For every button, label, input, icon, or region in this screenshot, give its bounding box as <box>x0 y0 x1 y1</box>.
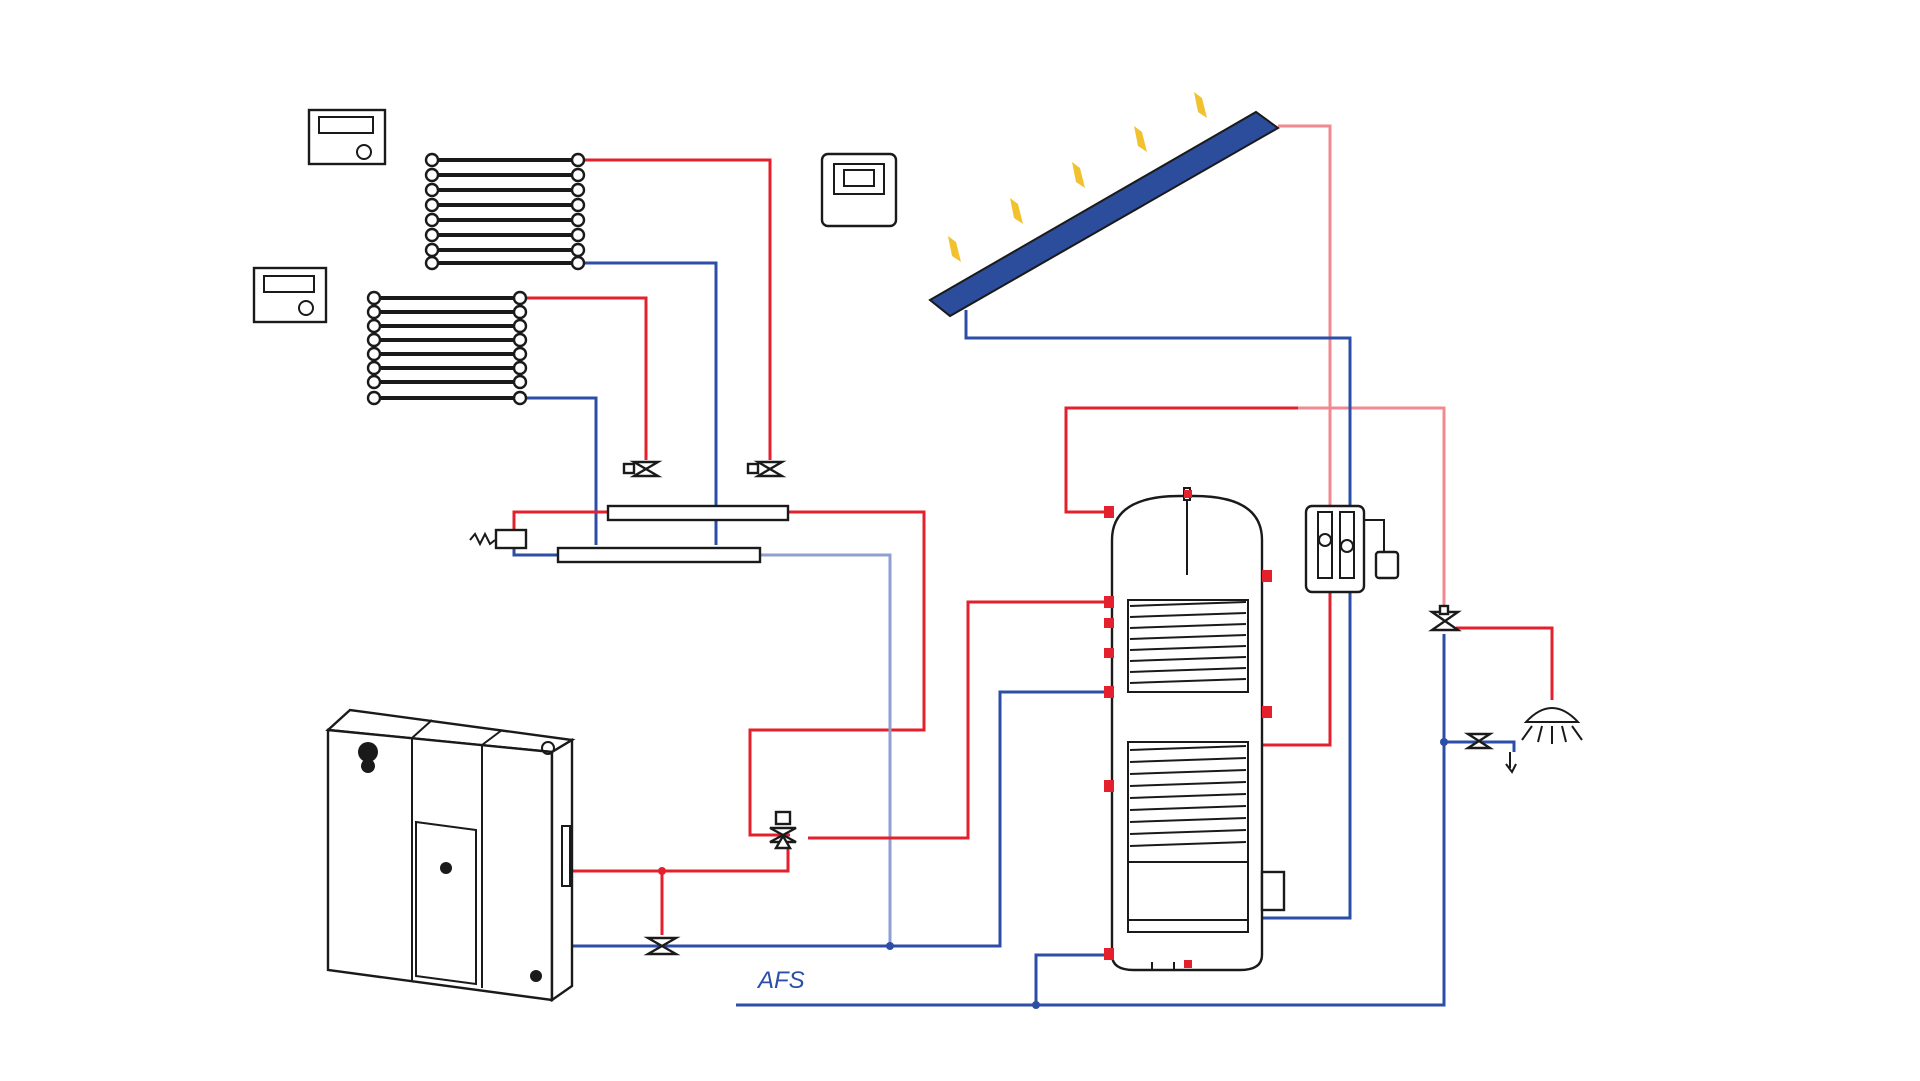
domestic-hot-water-tank <box>1104 487 1286 972</box>
cold-water-to-tap-pipe <box>1444 740 1516 752</box>
cold-water-supply-label: AFS <box>756 967 805 994</box>
boiler-knob-icon <box>530 970 542 982</box>
radiator-upper-flow-pipe <box>582 158 772 460</box>
radiator-upper <box>424 152 586 271</box>
thermostat-dial-icon <box>356 144 372 160</box>
pump-gauge-icon <box>1318 533 1332 547</box>
thermostatic-valve-right <box>746 460 787 478</box>
thermostat-display <box>318 116 374 134</box>
boiler-door <box>415 820 477 986</box>
tank-connection-ports <box>1104 490 1272 968</box>
cold-water-supply-pipe <box>736 634 1446 1007</box>
drain-vessel <box>1374 550 1400 580</box>
solar-collector <box>928 92 1280 318</box>
collector-panel <box>928 110 1280 318</box>
thermostatic-valve-left <box>622 460 663 478</box>
room-thermostat-lower <box>252 266 328 324</box>
spring-icon <box>469 531 496 547</box>
thermostat-display <box>263 275 315 293</box>
radiator-lower <box>366 290 528 406</box>
pipe-junctions <box>658 738 1448 1009</box>
hot-water-outlet-pipe-right <box>1298 406 1446 618</box>
boiler-fan-icon <box>358 742 378 762</box>
expansion-return-pipe <box>512 548 560 557</box>
flow-manifold <box>606 504 790 522</box>
sun-ray-icons <box>948 92 1207 262</box>
boiler-flow-pipe <box>572 845 790 873</box>
pipework <box>512 124 1554 1007</box>
expansion-flow-pipe <box>512 510 610 530</box>
return-manifold-drop-pipe <box>760 553 892 946</box>
radiator-upper-return-pipe <box>582 261 718 545</box>
cold-water-to-tank-pipe <box>1034 953 1112 1005</box>
three-way-mixing-valve <box>769 810 797 850</box>
boiler-lid-icon <box>541 741 555 755</box>
controller-screen <box>833 163 885 195</box>
boiler-return-valve <box>643 936 681 956</box>
boiler-viewport-icon <box>440 862 452 874</box>
mixing-valve-to-tank-coil-pipe <box>808 600 1112 840</box>
boiler-connection-panel <box>561 825 571 887</box>
pellet-boiler <box>325 708 576 1003</box>
room-thermostat-upper <box>307 108 387 166</box>
flow-manifold-to-mixing-valve-pipe <box>748 510 926 837</box>
upper-heat-exchanger-coil <box>1127 599 1249 693</box>
radiator-lower-return-pipe <box>524 396 598 545</box>
tank-sensor-housing <box>1260 870 1286 912</box>
hot-water-outlet-pipe <box>1064 406 1298 514</box>
distribution-manifold <box>556 504 790 564</box>
boiler-front <box>326 728 554 1002</box>
solar-pump-station <box>1304 504 1400 594</box>
thermostatic-mixing-valve <box>1428 604 1462 632</box>
pump-station-housing <box>1304 504 1366 594</box>
solar-flow-pipe <box>1278 124 1332 520</box>
tank-anode-fitting <box>1151 962 1175 971</box>
tap-icon <box>1463 732 1517 774</box>
junction-dot <box>1032 1001 1040 1009</box>
solar-flow-to-lower-coil-pipe <box>1260 560 1332 747</box>
expansion-vessel <box>469 528 528 550</box>
lower-heat-exchanger-coil <box>1127 741 1249 863</box>
expansion-drain-icon <box>1364 519 1385 552</box>
thermostat-dial-icon <box>298 300 314 316</box>
return-manifold <box>556 546 762 564</box>
pump-gauge-icon <box>1340 539 1354 553</box>
controller-body <box>820 152 898 228</box>
junction-dot <box>886 942 894 950</box>
shower-head-icon <box>1521 707 1583 744</box>
expansion-vessel-body <box>494 528 528 550</box>
radiator-lower-flow-pipe <box>524 296 648 460</box>
solar-controller <box>820 152 898 228</box>
solar-return-pipe <box>964 310 1352 920</box>
hot-water-to-shower-pipe <box>1456 626 1554 700</box>
boiler-fan-icon <box>361 759 375 773</box>
controller-screen-inner <box>843 169 875 187</box>
boiler-return-pipe <box>572 690 1112 948</box>
junction-dot <box>658 867 666 875</box>
junction-dot <box>1440 738 1448 746</box>
